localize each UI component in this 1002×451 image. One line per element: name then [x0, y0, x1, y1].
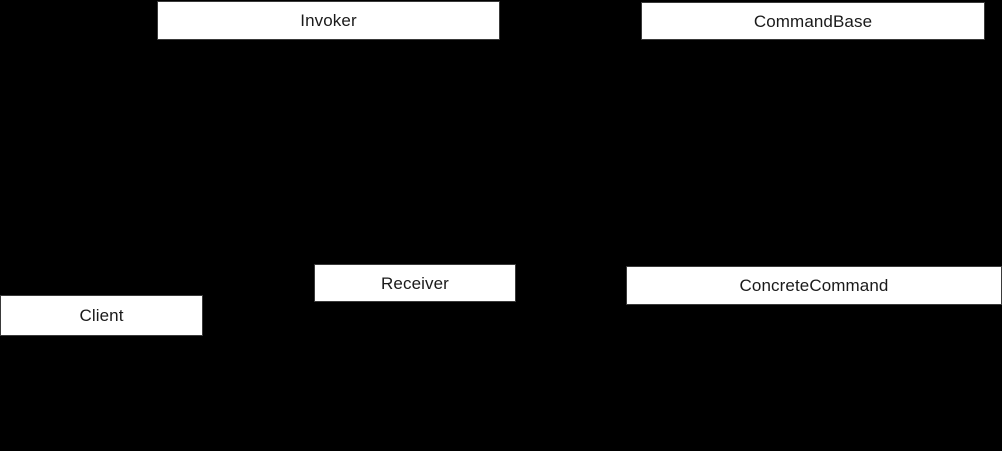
node-concretecommand-label: ConcreteCommand — [739, 276, 889, 295]
node-commandbase[interactable]: CommandBase — [641, 2, 985, 40]
node-receiver-label: Receiver — [381, 273, 449, 293]
node-invoker-label: Invoker — [300, 11, 357, 30]
node-receiver[interactable]: Receiver — [314, 264, 516, 302]
node-commandbase-label: CommandBase — [753, 11, 873, 31]
node-concretecommand[interactable]: ConcreteCommand — [626, 266, 1002, 305]
node-invoker[interactable]: Invoker — [157, 1, 500, 40]
node-client-label: Client — [79, 306, 124, 325]
node-client[interactable]: Client — [0, 295, 203, 336]
